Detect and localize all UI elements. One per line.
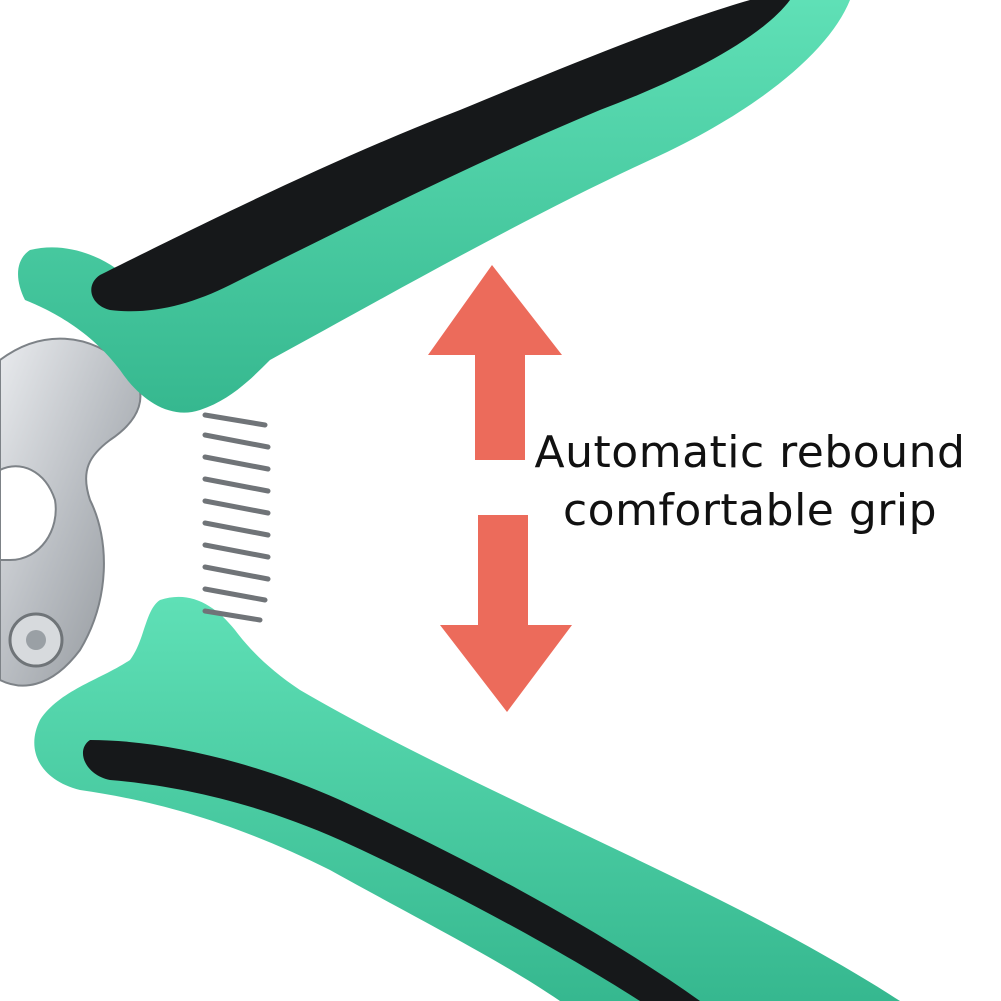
feature-caption: Automatic rebound comfortable grip — [520, 424, 980, 540]
steel-blades — [0, 337, 142, 687]
caption-line-2: comfortable grip — [562, 485, 938, 536]
up-arrow-icon — [428, 265, 562, 460]
lower-handle — [34, 596, 901, 1001]
down-arrow-icon — [440, 515, 572, 712]
coil-spring — [202, 412, 271, 623]
caption-line-1: Automatic rebound — [534, 427, 966, 478]
upper-handle — [18, 0, 850, 413]
